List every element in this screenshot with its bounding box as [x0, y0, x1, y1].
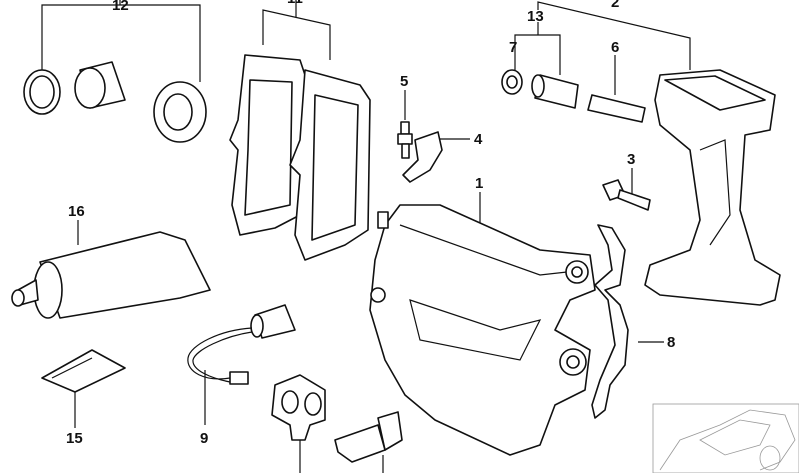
callout-12: 12	[112, 0, 129, 14]
part-bleeder-screw	[397, 121, 413, 159]
leader-lines	[41, 0, 691, 473]
part-wear-sensor	[187, 304, 296, 385]
part-retaining-clip	[334, 411, 403, 463]
callout-4: 4	[474, 131, 483, 148]
callout-8: 8	[667, 334, 675, 351]
callout-1: 1	[475, 175, 483, 192]
callouts: 12 11 13 2 7 6 5 4 3 1 16 8 9 15	[66, 0, 675, 447]
callout-5: 5	[400, 73, 408, 90]
callout-15: 15	[66, 430, 83, 447]
part-caliper-housing	[369, 204, 596, 456]
part-piston-kit	[23, 61, 207, 143]
part-guide-bolt-sleeves	[501, 69, 646, 123]
vehicle-thumbnail	[652, 403, 799, 473]
part-grease-sachet	[41, 349, 126, 393]
part-sensor-bracket	[402, 131, 443, 183]
callout-7: 7	[509, 39, 517, 56]
part-sensor-clip	[271, 374, 326, 441]
callout-13: 13	[527, 8, 544, 25]
callout-2: 2	[611, 0, 619, 11]
callout-6: 6	[611, 39, 619, 56]
part-anti-rattle-spring	[591, 224, 629, 419]
part-brake-pads	[229, 54, 371, 261]
callout-9: 9	[200, 430, 208, 447]
part-caliper-carrier	[644, 69, 781, 306]
callout-11: 11	[287, 0, 303, 7]
callout-16: 16	[68, 203, 85, 220]
part-grease-tube	[11, 231, 211, 319]
part-caliper-bolt	[602, 179, 651, 211]
callout-3: 3	[627, 151, 635, 168]
